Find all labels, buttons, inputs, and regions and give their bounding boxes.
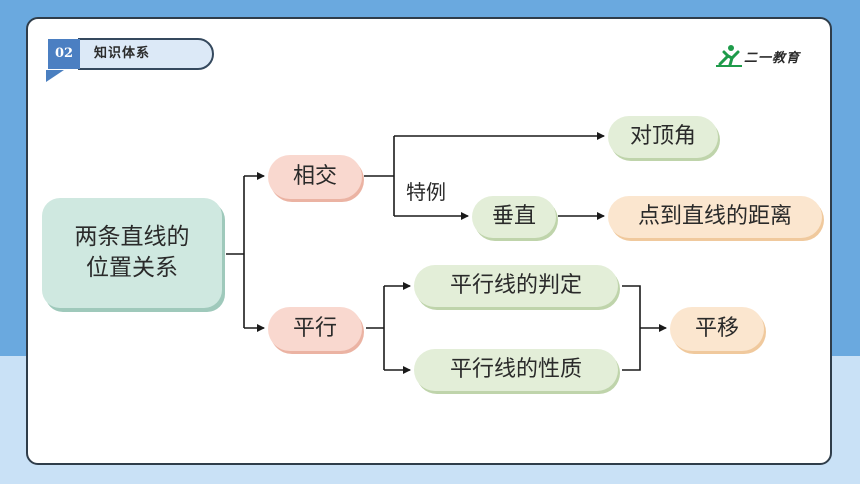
root-node-line1: 两条直线的 (74, 223, 190, 250)
node-point-line-distance: 点到直线的距离 (608, 196, 822, 238)
node-vertical-angles: 对顶角 (608, 116, 718, 158)
label-special-case: 特例 (406, 180, 446, 204)
node-parallel: 平行 (268, 307, 362, 351)
root-node-line2: 位置关系 (86, 255, 178, 281)
node-parallel-properties: 平行线的性质 (414, 349, 618, 391)
runner-logo-icon (716, 45, 742, 67)
node-perpendicular: 垂直 (472, 196, 556, 238)
root-node: 两条直线的 位置关系 (42, 198, 222, 308)
node-translation: 平移 (670, 307, 764, 351)
section-tag-tail (46, 70, 64, 82)
node-intersect: 相交 (268, 155, 362, 199)
section-number: 02 (48, 39, 80, 69)
logo-text: 二一教育 (744, 51, 801, 66)
node-parallel-test: 平行线的判定 (414, 265, 618, 307)
section-title: 知识体系 (78, 38, 214, 70)
